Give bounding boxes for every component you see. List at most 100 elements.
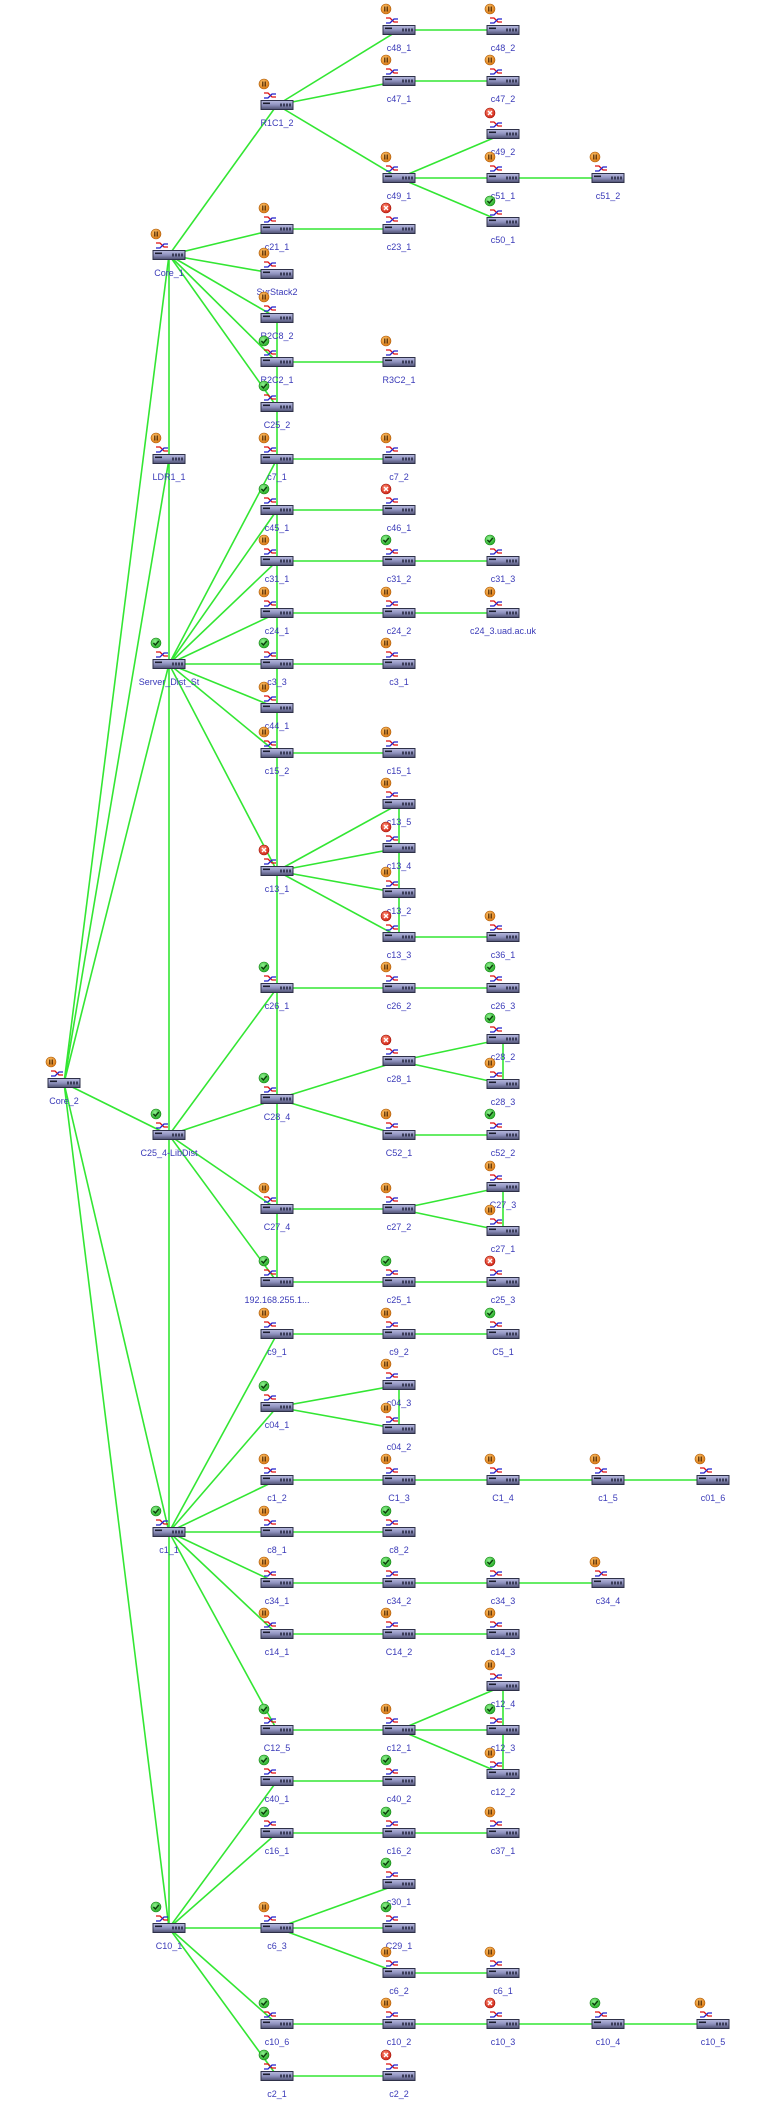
device-label[interactable]: c28_2 [491, 1052, 516, 1062]
device-label[interactable]: Server_Dist_St [139, 677, 200, 687]
link-c1_1-c34_1[interactable] [168, 1531, 278, 1584]
device-label[interactable]: C29_1 [386, 1941, 413, 1951]
device-label[interactable]: c37_1 [491, 1846, 516, 1856]
device-node-c34_3[interactable]: c34_3 [484, 1556, 520, 1606]
link-c13_1-c13_4[interactable] [276, 847, 400, 872]
device-node-C12_5[interactable]: C12_5 [258, 1703, 294, 1753]
device-label[interactable]: c14_1 [265, 1647, 290, 1657]
device-node-c26_1[interactable]: c26_1 [258, 961, 294, 1011]
device-label[interactable]: c31_2 [387, 574, 412, 584]
device-node-c47_2[interactable]: c47_2 [484, 54, 520, 104]
device-label[interactable]: c47_2 [491, 94, 516, 104]
device-node-SvrStack2[interactable]: SvrStack2 [256, 247, 298, 297]
device-label[interactable]: C25_2 [264, 420, 291, 430]
link-C28_4-C52_1[interactable] [276, 1098, 400, 1136]
device-node-c31_3[interactable]: c31_3 [484, 534, 520, 584]
device-label[interactable]: c51_2 [596, 191, 621, 201]
device-node-c28_3[interactable]: c28_3 [484, 1057, 520, 1107]
device-node-c8_2[interactable]: c8_2 [380, 1505, 416, 1555]
link-c27_2-C27_3[interactable] [398, 1186, 504, 1210]
device-node-R2C2_1[interactable]: R2C2_1 [258, 335, 294, 385]
device-node-R1C1_2[interactable]: R1C1_2 [258, 78, 294, 128]
link-Core_1-R2C2_1[interactable] [168, 254, 278, 363]
device-label[interactable]: c13_5 [387, 817, 412, 827]
device-label[interactable]: c12_1 [387, 1743, 412, 1753]
device-label[interactable]: C52_1 [386, 1148, 413, 1158]
link-Server_Dist_St-c45_1[interactable] [168, 509, 278, 665]
device-label[interactable]: c47_1 [387, 94, 412, 104]
device-label[interactable]: c16_2 [387, 1846, 412, 1856]
device-node-c6_3[interactable]: c6_3 [258, 1901, 294, 1951]
link-Core_2-C25_4[interactable] [63, 1082, 170, 1136]
device-node-c14_3[interactable]: c14_3 [484, 1607, 520, 1657]
device-label[interactable]: c49_1 [387, 191, 412, 201]
device-node-c04_2[interactable]: c04_2 [380, 1402, 416, 1452]
device-node-c12_3[interactable]: c12_3 [484, 1703, 520, 1753]
device-label[interactable]: C27_4 [264, 1222, 291, 1232]
device-node-c04_3[interactable]: c04_3 [380, 1358, 416, 1408]
device-node-LDR1_1[interactable]: LDR1_1 [150, 432, 186, 482]
device-label[interactable]: LDR1_1 [152, 472, 185, 482]
device-node-C1_3[interactable]: C1_3 [380, 1453, 416, 1503]
device-node-c37_1[interactable]: c37_1 [484, 1806, 520, 1856]
device-label[interactable]: c50_1 [491, 235, 516, 245]
link-c1_1-c14_1[interactable] [168, 1531, 278, 1635]
link-Core_2-c1_1[interactable] [63, 1082, 170, 1533]
link-c04_1-c04_3[interactable] [276, 1384, 400, 1408]
link-c1_1-c04_1[interactable] [168, 1406, 278, 1533]
device-label[interactable]: c13_3 [387, 950, 412, 960]
device-node-c49_2[interactable]: c49_2 [484, 107, 520, 157]
device-node-c13_4[interactable]: c13_4 [380, 821, 416, 871]
device-node-C25_4[interactable]: C25_4-LibDist [140, 1108, 198, 1158]
link-R1C1_2-c49_1[interactable] [276, 104, 400, 179]
device-label[interactable]: c28_3 [491, 1097, 516, 1107]
link-Server_Dist_St-c44_1[interactable] [168, 663, 278, 709]
device-label[interactable]: c6_2 [389, 1986, 409, 1996]
device-node-c13_3[interactable]: c13_3 [380, 910, 416, 960]
device-label[interactable]: c13_4 [387, 861, 412, 871]
device-node-c28_2[interactable]: c28_2 [484, 1012, 520, 1062]
device-node-c1_1[interactable]: c1_1 [150, 1505, 186, 1555]
device-node-C29_1[interactable]: C29_1 [380, 1901, 416, 1951]
device-node-c51_2[interactable]: c51_2 [589, 151, 625, 201]
device-node-c49_1[interactable]: c49_1 [380, 151, 416, 201]
device-node-C27_4[interactable]: C27_4 [258, 1182, 294, 1232]
device-node-C14_2[interactable]: C14_2 [380, 1607, 416, 1657]
device-label[interactable]: c26_2 [387, 1001, 412, 1011]
device-label[interactable]: c27_2 [387, 1222, 412, 1232]
device-label[interactable]: c52_2 [491, 1148, 516, 1158]
device-label[interactable]: c13_2 [387, 906, 412, 916]
device-node-c45_1[interactable]: c45_1 [258, 483, 294, 533]
device-label[interactable]: C1_4 [492, 1493, 514, 1503]
device-node-c2_1[interactable]: c2_1 [258, 2049, 294, 2099]
device-label[interactable]: SvrStack2 [256, 287, 297, 297]
device-label[interactable]: c28_1 [387, 1074, 412, 1084]
device-node-c34_1[interactable]: c34_1 [258, 1556, 294, 1606]
device-label[interactable]: c12_4 [491, 1699, 516, 1709]
device-node-c27_1[interactable]: c27_1 [484, 1204, 520, 1254]
link-C25_4-ip_192[interactable] [168, 1134, 278, 1283]
device-label[interactable]: c25_1 [387, 1295, 412, 1305]
device-label[interactable]: c01_6 [701, 1493, 726, 1503]
device-node-c3_1[interactable]: c3_1 [380, 637, 416, 687]
link-Core_1-R2C8_2[interactable] [168, 254, 278, 319]
device-node-c3_3[interactable]: c3_3 [258, 637, 294, 687]
device-label[interactable]: c23_1 [387, 242, 412, 252]
device-label[interactable]: c21_1 [265, 242, 290, 252]
device-node-C10_1[interactable]: C10_1 [150, 1901, 186, 1951]
device-label[interactable]: c24_2 [387, 626, 412, 636]
link-c28_1-c28_2[interactable] [398, 1038, 504, 1062]
device-label[interactable]: c31_3 [491, 574, 516, 584]
link-C25_4-C28_4[interactable] [168, 1098, 278, 1136]
device-label[interactable]: c1_2 [267, 1493, 287, 1503]
device-node-c24_1[interactable]: c24_1 [258, 586, 294, 636]
device-label[interactable]: c3_3 [267, 677, 287, 687]
device-node-R2C8_2[interactable]: R2C8_2 [258, 291, 294, 341]
device-node-c7_2[interactable]: c7_2 [380, 432, 416, 482]
device-node-c46_1[interactable]: c46_1 [380, 483, 416, 533]
device-label[interactable]: c10_4 [596, 2037, 621, 2047]
device-node-c10_6[interactable]: c10_6 [258, 1997, 294, 2047]
link-R1C1_2-c48_1[interactable] [276, 29, 400, 106]
link-c12_1-c12_2[interactable] [398, 1729, 504, 1775]
device-label[interactable]: R2C2_1 [260, 375, 293, 385]
